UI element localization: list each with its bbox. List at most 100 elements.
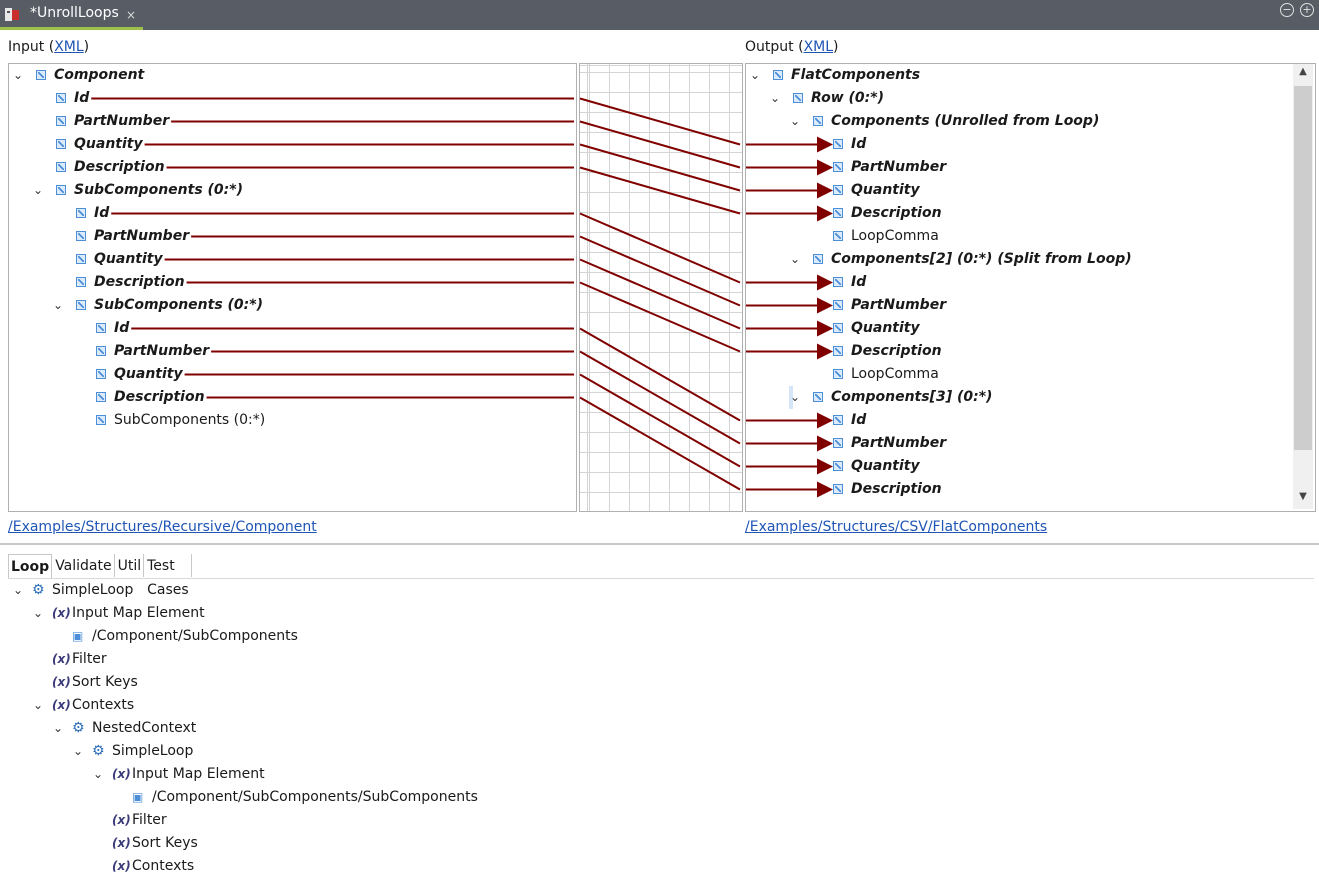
output-tree-row[interactable]: ⌄ Components[3] (0:*)	[789, 386, 992, 409]
output-node-label: PartNumber	[851, 297, 947, 313]
tab-loop[interactable]: Loop	[8, 554, 53, 578]
loop-icon: ⚙	[92, 743, 105, 759]
input-panel-label: Input (XML)	[8, 39, 90, 55]
loop-node-label: SimpleLoop	[112, 743, 194, 759]
element-icon	[56, 185, 66, 195]
chevron-down-icon[interactable]: ⌄	[32, 183, 44, 197]
variable-icon: (x)	[112, 836, 131, 850]
loop-icon: ⚙	[32, 582, 45, 598]
element-icon	[833, 162, 843, 172]
input-node-label: Component	[54, 67, 145, 83]
scroll-up-icon[interactable]: ▲	[1299, 66, 1307, 77]
chevron-down-icon[interactable]: ⌄	[769, 91, 781, 105]
element-icon	[833, 208, 843, 218]
input-format-link[interactable]: XML	[54, 39, 84, 55]
output-node-label: FlatComponents	[791, 67, 921, 83]
tab-validate[interactable]: Validate	[53, 554, 115, 577]
variable-icon: (x)	[52, 698, 71, 712]
output-node-label: Row (0:*)	[811, 90, 884, 106]
element-icon	[833, 185, 843, 195]
output-node-label: Components (Unrolled from Loop)	[831, 113, 1100, 129]
element-icon	[833, 277, 843, 287]
mapping-canvas[interactable]	[579, 63, 743, 512]
variable-icon: (x)	[112, 767, 131, 781]
chevron-down-icon[interactable]: ⌄	[52, 721, 64, 735]
map-file-icon	[5, 8, 19, 21]
element-icon	[833, 231, 843, 241]
panel-splitter[interactable]	[0, 543, 1319, 545]
maximize-icon[interactable]: +	[1300, 3, 1314, 17]
chevron-down-icon[interactable]: ⌄	[92, 767, 104, 781]
variable-icon: (x)	[112, 813, 131, 827]
editor-tab-bar	[0, 0, 1319, 30]
loop-node-label: Sort Keys	[72, 674, 138, 690]
element-icon	[96, 369, 106, 379]
active-tab-indicator	[0, 27, 143, 30]
input-node-label: Quantity	[94, 251, 163, 267]
loop-icon: ⚙	[72, 720, 85, 736]
input-node-label: Id	[114, 320, 130, 336]
output-node-label: Quantity	[851, 458, 920, 474]
element-icon	[833, 369, 843, 379]
variable-icon: (x)	[52, 675, 71, 689]
input-node-label: Description	[94, 274, 185, 290]
element-icon	[96, 323, 106, 333]
chevron-down-icon[interactable]: ⌄	[789, 252, 801, 266]
output-node-label: LoopComma	[851, 366, 939, 382]
editor-tab[interactable]: *UnrollLoops ×	[0, 0, 143, 30]
input-node-label: PartNumber	[74, 113, 170, 129]
input-node-label: SubComponents (0:*)	[94, 297, 263, 313]
element-icon	[36, 70, 46, 80]
element-icon	[833, 346, 843, 356]
chevron-down-icon[interactable]: ⌄	[12, 68, 24, 82]
output-path-link[interactable]: /Examples/Structures/CSV/FlatComponents	[745, 519, 1048, 535]
variable-icon: (x)	[112, 859, 131, 873]
input-path-link[interactable]: /Examples/Structures/Recursive/Component	[8, 519, 317, 535]
element-icon	[76, 300, 86, 310]
output-node-label: LoopComma	[851, 228, 939, 244]
element-icon	[56, 93, 66, 103]
output-node-label: Components[3] (0:*)	[831, 389, 993, 405]
element-icon: ▣	[72, 629, 84, 643]
chevron-down-icon[interactable]: ⌄	[789, 114, 801, 128]
scrollbar-thumb[interactable]	[1294, 86, 1312, 450]
element-icon: ▣	[132, 790, 144, 804]
element-icon	[56, 139, 66, 149]
loop-node-label: Filter	[132, 812, 167, 828]
chevron-down-icon[interactable]: ⌄	[12, 583, 24, 597]
tab-divider	[8, 578, 1314, 579]
output-node-label: Description	[851, 343, 942, 359]
output-format-link[interactable]: XML	[803, 39, 834, 55]
output-node-label: PartNumber	[851, 159, 947, 175]
chevron-down-icon[interactable]: ⌄	[789, 390, 801, 404]
close-icon[interactable]: ×	[126, 8, 137, 22]
chevron-down-icon[interactable]: ⌄	[52, 298, 64, 312]
loop-node-label: Contexts	[72, 697, 135, 713]
chevron-down-icon[interactable]: ⌄	[32, 698, 44, 712]
element-icon	[96, 392, 106, 402]
tab-util[interactable]: Util	[116, 554, 145, 577]
scroll-down-icon[interactable]: ▼	[1299, 491, 1307, 502]
input-tree[interactable]	[8, 63, 577, 512]
output-node-label: Id	[851, 136, 867, 152]
tab-test-cases[interactable]: Test Cases	[145, 554, 192, 598]
input-node-label: PartNumber	[114, 343, 210, 359]
loop-node-label: NestedContext	[92, 720, 197, 736]
chevron-down-icon[interactable]: ⌄	[72, 744, 84, 758]
tab-title: *UnrollLoops	[30, 5, 119, 21]
output-tree[interactable]	[745, 63, 1316, 512]
input-node-label: SubComponents (0:*)	[74, 182, 243, 198]
element-icon	[833, 300, 843, 310]
element-icon	[76, 208, 86, 218]
element-icon	[813, 116, 823, 126]
input-label-text: Input	[8, 39, 45, 55]
element-icon	[773, 70, 783, 80]
output-node-label: Description	[851, 481, 942, 497]
chevron-down-icon[interactable]: ⌄	[32, 606, 44, 620]
element-icon	[56, 116, 66, 126]
element-icon	[76, 277, 86, 287]
input-node-label: Quantity	[74, 136, 143, 152]
chevron-down-icon[interactable]: ⌄	[749, 68, 761, 82]
minimize-icon[interactable]: −	[1280, 3, 1294, 17]
loop-node-label: /Component/SubComponents/SubComponents	[152, 789, 478, 805]
